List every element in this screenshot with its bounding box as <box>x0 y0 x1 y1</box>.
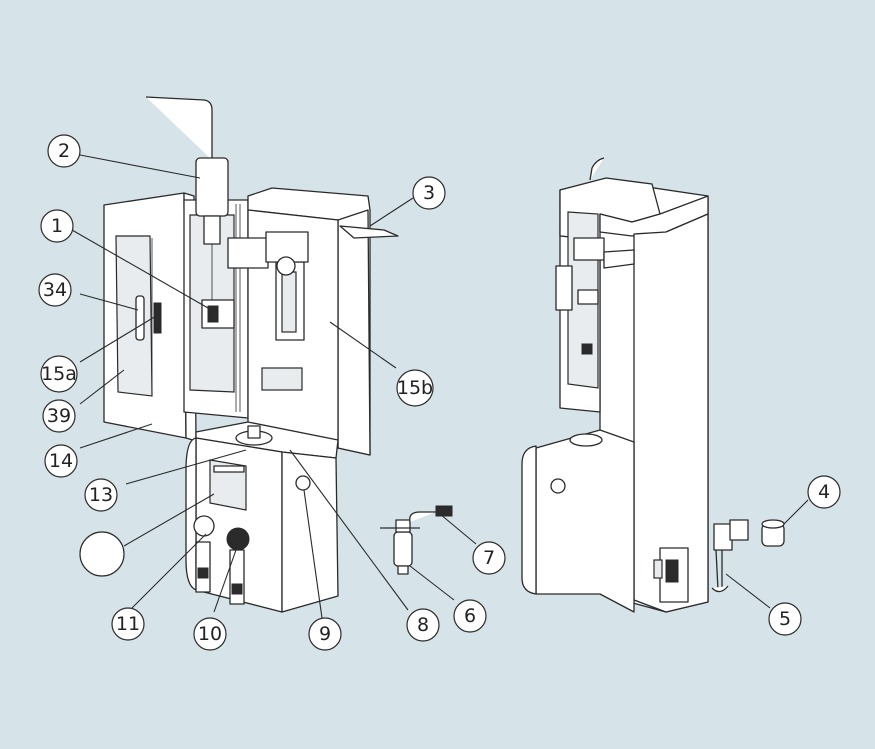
callout-15b[interactable]: 15b <box>396 369 434 407</box>
callout-3[interactable]: 3 <box>412 176 446 210</box>
inline-filter <box>393 519 413 575</box>
highlight-ring <box>79 531 125 577</box>
syringe-assembly <box>145 96 309 329</box>
callout-34[interactable]: 34 <box>38 273 72 307</box>
callout-34-label: 34 <box>43 279 67 301</box>
main-body-panel <box>247 187 371 456</box>
callout-8[interactable]: 8 <box>406 608 440 642</box>
rear-unit-closed <box>521 157 709 613</box>
callout-1-label: 1 <box>51 215 63 237</box>
bracket-part <box>339 225 399 239</box>
callout-11[interactable]: 11 <box>111 607 145 641</box>
callout-13-label: 13 <box>89 484 113 506</box>
callout-6-label: 6 <box>464 605 476 627</box>
callout-9-label: 9 <box>319 623 331 645</box>
callout-2-label: 2 <box>58 140 70 162</box>
callout-39[interactable]: 39 <box>42 399 76 433</box>
callout-15b-label: 15b <box>397 377 433 399</box>
callout-15a[interactable]: 15a <box>40 355 78 393</box>
callout-13[interactable]: 13 <box>84 478 118 512</box>
callout-14[interactable]: 14 <box>44 444 78 478</box>
base-module <box>185 421 339 613</box>
callout-9[interactable]: 9 <box>308 617 342 651</box>
callout-12[interactable]: 12 <box>79 531 125 577</box>
callout-10[interactable]: 10 <box>193 617 227 651</box>
callout-39-label: 39 <box>47 405 71 427</box>
callout-3-label: 3 <box>423 182 435 204</box>
callout-8-label: 8 <box>417 614 429 636</box>
valve-bracket <box>711 519 749 593</box>
callout-14-label: 14 <box>49 450 73 472</box>
callout-5-label: 5 <box>779 608 791 630</box>
callout-7-label: 7 <box>483 547 495 569</box>
callout-1[interactable]: 1 <box>40 209 74 243</box>
cable-plug <box>380 505 453 529</box>
leader-lines <box>71 154 809 619</box>
callout-15a-label: 15a <box>41 363 77 385</box>
callout-10-label: 10 <box>198 623 222 645</box>
callout-11-label: 11 <box>116 613 140 635</box>
callout-4-label: 4 <box>818 481 830 503</box>
callout-5[interactable]: 5 <box>768 602 802 636</box>
door-panel <box>103 192 197 442</box>
callout-4[interactable]: 4 <box>807 475 841 509</box>
callout-2[interactable]: 2 <box>47 134 81 168</box>
callout-6[interactable]: 6 <box>453 599 487 633</box>
callout-7[interactable]: 7 <box>472 541 506 575</box>
